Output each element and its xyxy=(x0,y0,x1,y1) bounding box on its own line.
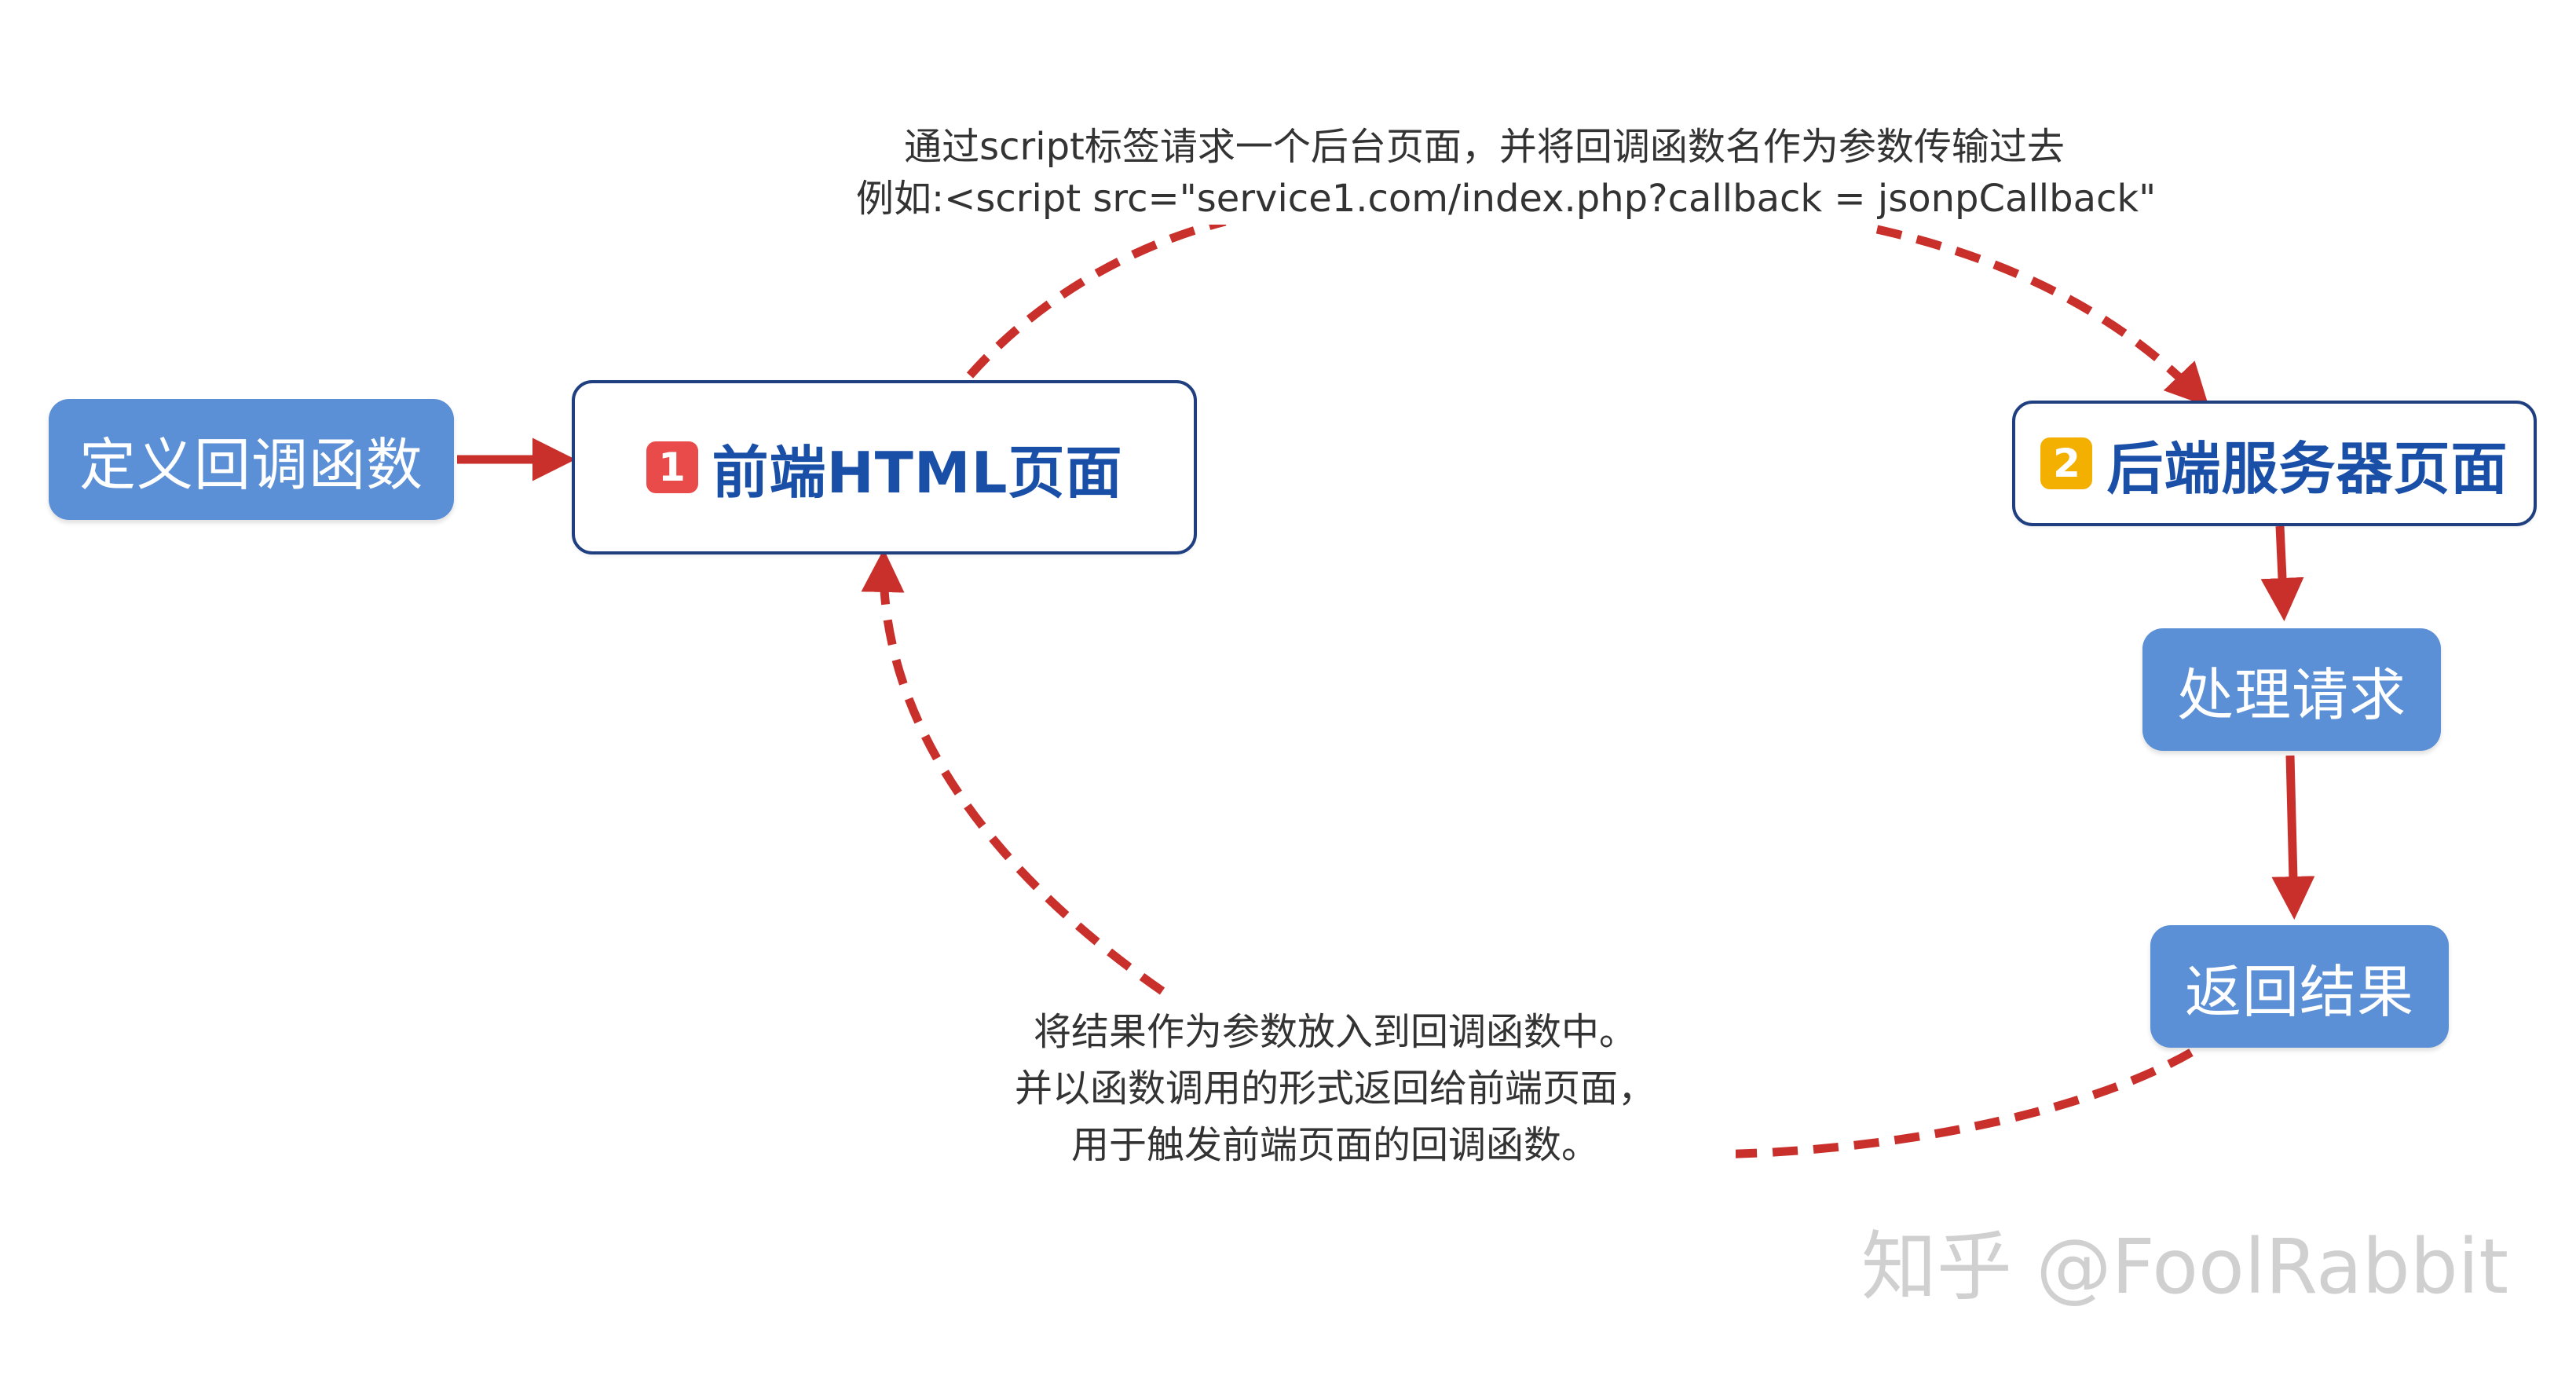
response-arc-right xyxy=(1703,1048,2194,1159)
define-callback-label: 定义回调函数 xyxy=(79,431,423,498)
process-to-return-arrow xyxy=(2271,755,2315,920)
request-note: 通过script标签请求一个后台页面，并将回调函数名作为参数传输过去 例如:<s… xyxy=(848,121,2157,225)
process-request-label: 处理请求 xyxy=(2176,661,2406,728)
step-1-badge: 1 xyxy=(646,441,698,493)
request-note-line-2: 例如:<script src="service1.com/index.php?c… xyxy=(856,177,2157,221)
backend-to-process-arrow xyxy=(2260,525,2304,621)
response-note: 将结果作为参数放入到回调函数中。 并以函数调用的形式返回给前端页面， 用于触发前… xyxy=(935,1004,1736,1173)
backend-server-page-box: 2 后端服务器页面 xyxy=(2012,401,2537,526)
return-result-label: 返回结果 xyxy=(2184,958,2414,1025)
backend-server-page-label: 后端服务器页面 xyxy=(2106,435,2508,502)
request-arc-left xyxy=(966,217,1227,379)
response-arc-left xyxy=(861,549,1165,995)
frontend-html-page-box: 1 前端HTML页面 xyxy=(572,380,1197,554)
response-note-line-1: 将结果作为参数放入到回调函数中。 xyxy=(1033,1010,1637,1054)
frontend-html-page-label: 前端HTML页面 xyxy=(712,439,1123,506)
process-request-box: 处理请求 xyxy=(2142,628,2441,751)
request-arc-right xyxy=(1875,225,2209,407)
return-result-box: 返回结果 xyxy=(2150,925,2449,1048)
define-callback-box: 定义回调函数 xyxy=(49,399,454,520)
response-note-line-3: 用于触发前端页面的回调函数。 xyxy=(1070,1123,1599,1167)
zhihu-watermark: 知乎 @FoolRabbit xyxy=(1861,1223,2508,1311)
step-2-badge: 2 xyxy=(2040,437,2093,489)
request-note-line-1: 通过script标签请求一个后台页面，并将回调函数名作为参数传输过去 xyxy=(904,125,2065,169)
response-note-line-2: 并以函数调用的形式返回给前端页面， xyxy=(1014,1067,1656,1111)
